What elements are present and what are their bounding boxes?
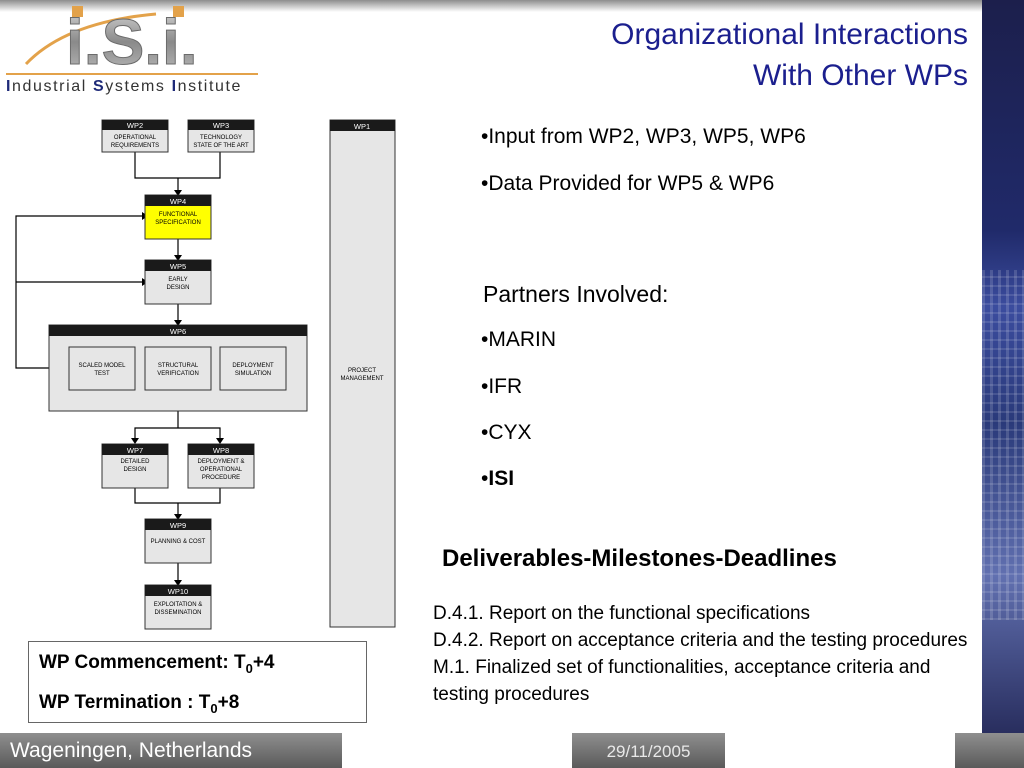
deliverables-list: D.4.1. Report on the functional specific… — [433, 600, 981, 708]
tagline-word-1: ndustrial — [12, 78, 87, 95]
wp3-id: WP3 — [213, 121, 229, 130]
wp4-line-1: FUNCTIONAL — [159, 212, 198, 218]
wp-dates-box: WP Commencement: T0+4 WP Termination : T… — [28, 641, 367, 723]
wp6b-line-1: STRUCTURAL — [158, 363, 199, 369]
box-wp8: WP8 DEPLOYMENT & OPERATIONAL PROCEDURE — [187, 443, 255, 489]
wp7-line-1: DETAILED — [121, 459, 151, 465]
deliverables-heading: Deliverables-Milestones-Deadlines — [442, 545, 837, 572]
wp6a-line-1: SCALED MODEL — [78, 363, 126, 369]
wp8-id: WP8 — [213, 446, 229, 455]
wp6c-line-2: SIMULATION — [235, 371, 271, 377]
deliverable-d42: D.4.2. Report on acceptance criteria and… — [433, 630, 968, 651]
box-wp9: WP9 PLANNING & COST — [144, 518, 212, 564]
tagline-cap-3: I — [171, 78, 178, 95]
building-image — [982, 270, 1024, 620]
wp4-id: WP4 — [170, 197, 186, 206]
logo-divider — [6, 73, 258, 75]
bullet-data-provided: •Data Provided for WP5 & WP6 — [481, 172, 775, 195]
tagline-cap-1: I — [6, 78, 13, 95]
top-gradient-band — [0, 0, 982, 12]
milestone-m1: M.1. Finalized set of functionalities, a… — [433, 657, 931, 705]
commencement-offset: +4 — [252, 652, 275, 673]
wp6c-line-1: DEPLOYMENT — [232, 363, 274, 369]
bullet-input: •Input from WP2, WP3, WP5, WP6 — [481, 125, 806, 148]
tagline-cap-2: S — [92, 78, 106, 95]
wp2-line-1: OPERATIONAL — [114, 135, 157, 141]
partner-marin: •MARIN — [481, 328, 557, 351]
termination-subscript: 0 — [210, 700, 218, 716]
wp8-line-1: DEPLOYMENT & — [198, 459, 245, 465]
wp9-id: WP9 — [170, 521, 186, 530]
partners-heading: Partners Involved: — [483, 281, 669, 307]
deliverable-d41: D.4.1. Report on the functional specific… — [433, 603, 811, 624]
wp-termination: WP Termination : T0+8 — [39, 692, 239, 716]
partner-isi-name: ISI — [488, 467, 515, 490]
wp-commencement: WP Commencement: T0+4 — [39, 652, 274, 676]
footer-location-bar: Wageningen, Netherlands — [0, 733, 342, 768]
wp2-line-2: REQUIREMENTS — [111, 143, 159, 149]
wp10-line-2: DISSEMINATION — [155, 610, 202, 616]
box-wp4: WP4 FUNCTIONAL SPECIFICATION — [144, 194, 212, 240]
wp1-id: WP1 — [354, 122, 370, 131]
tagline-word-3: nstitute — [177, 78, 243, 95]
wp-flowchart: WP2 OPERATIONAL REQUIREMENTS WP3 TECHNOL… — [15, 119, 396, 630]
partner-isi-bullet: • — [481, 467, 489, 490]
wp7-line-2: DESIGN — [123, 467, 146, 473]
wp4-line-2: SPECIFICATION — [155, 220, 201, 226]
box-wp2: WP2 OPERATIONAL REQUIREMENTS — [101, 119, 169, 153]
box-wp1: WP1 PROJECT MANAGEMENT — [329, 119, 396, 628]
wp9-line-1: PLANNING & COST — [151, 539, 206, 545]
wp10-id: WP10 — [168, 587, 188, 596]
slide-title-line-1: Organizational Interactions — [611, 18, 968, 51]
wp7-id: WP7 — [127, 446, 143, 455]
partner-isi: •ISI — [481, 467, 514, 491]
wp1-line-1: PROJECT — [348, 368, 376, 374]
isi-logo-mark: i.S.i. — [24, 6, 198, 74]
isi-logo: i.S.i. Industrial Systems Institute — [6, 2, 258, 98]
wp5-line-2: DESIGN — [166, 285, 189, 291]
slide-title-line-2: With Other WPs — [752, 59, 968, 92]
footer-date: 29/11/2005 — [606, 742, 691, 761]
tagline-word-2: ystems — [105, 78, 166, 95]
wp6-id: WP6 — [170, 327, 186, 336]
wp6a-line-2: TEST — [94, 371, 110, 377]
box-wp10: WP10 EXPLOITATION & DISSEMINATION — [144, 584, 212, 630]
wp8-line-3: PROCEDURE — [202, 475, 240, 481]
termination-label: WP Termination : T — [39, 692, 211, 713]
box-wp5: WP5 EARLY DESIGN — [144, 259, 212, 305]
box-wp6: WP6 SCALED MODEL TEST STRUCTURAL VERIFIC… — [48, 324, 308, 412]
partner-cyx: •CYX — [481, 421, 532, 444]
wp10-line-1: EXPLOITATION & — [154, 602, 202, 608]
wp3-line-2: STATE OF THE ART — [193, 143, 249, 149]
decorative-side-panel — [982, 0, 1024, 768]
termination-offset: +8 — [217, 692, 240, 713]
logo-mark-text: i.S.i. — [66, 6, 198, 74]
box-wp3: WP3 TECHNOLOGY STATE OF THE ART — [187, 119, 255, 153]
partner-ifr: •IFR — [481, 375, 523, 398]
wp5-id: WP5 — [170, 262, 186, 271]
wp8-line-2: OPERATIONAL — [200, 467, 243, 473]
wp1-line-2: MANAGEMENT — [340, 376, 383, 382]
commencement-subscript: 0 — [245, 660, 253, 676]
footer-location: Wageningen, Netherlands — [10, 739, 253, 762]
commencement-label: WP Commencement: T — [39, 652, 246, 673]
footer-date-bar: 29/11/2005 — [572, 733, 725, 768]
wp2-id: WP2 — [127, 121, 143, 130]
logo-tagline: Industrial Systems Institute — [6, 78, 262, 96]
wp5-line-1: EARLY — [168, 277, 187, 283]
wp6b-line-2: VERIFICATION — [157, 371, 199, 377]
wp3-line-1: TECHNOLOGY — [200, 135, 242, 141]
footer-right-bar — [955, 733, 1024, 768]
slide-title: Organizational Interactions With Other W… — [611, 14, 968, 96]
box-wp7: WP7 DETAILED DESIGN — [101, 443, 169, 489]
